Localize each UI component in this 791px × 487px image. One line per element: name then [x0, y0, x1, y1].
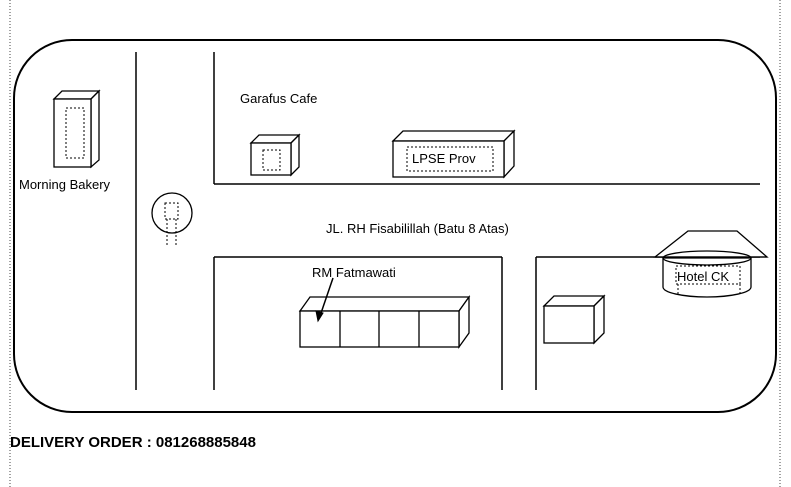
road-name-label: JL. RH Fisabilillah (Batu 8 Atas)	[326, 221, 509, 236]
hotel-ck-building	[653, 230, 769, 298]
delivery-order-text: DELIVERY ORDER : 081268885848	[10, 434, 256, 451]
garafus-cafe-building	[249, 133, 301, 177]
rm-fatmawati-building	[298, 294, 471, 350]
rm-fatmawati-arrow	[315, 277, 334, 323]
garafus-cafe-label: Garafus Cafe	[240, 91, 318, 106]
small-building-right	[542, 294, 606, 345]
morning-bakery-building	[52, 89, 101, 169]
lpse-prov-building	[391, 129, 516, 179]
rm-fatmawati-label: RM Fatmawati	[312, 265, 396, 280]
map-frame	[13, 39, 777, 413]
morning-bakery-label: Morning Bakery	[19, 177, 111, 192]
roundabout-tower	[151, 192, 193, 247]
lpse-prov-label: LPSE Prov	[412, 151, 476, 166]
hotel-ck-label: Hotel CK	[677, 269, 730, 284]
